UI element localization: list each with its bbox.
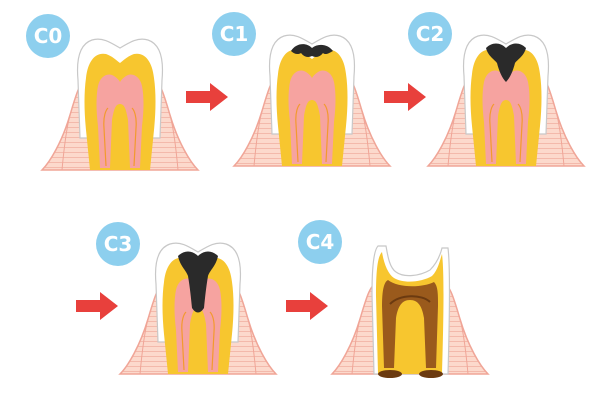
- stage-badge-c4: C4: [298, 220, 342, 264]
- stage-badge-c3: C3: [96, 222, 140, 266]
- stage-badge-c2: C2: [408, 12, 452, 56]
- progression-arrow-4: [286, 292, 328, 320]
- stage-badge-c0: C0: [26, 14, 70, 58]
- progression-arrow-3: [76, 292, 118, 320]
- tooth-c0-illustration: [40, 38, 200, 171]
- progression-arrow-2: [384, 83, 426, 111]
- stage-badge-c1: C1: [212, 12, 256, 56]
- tooth-c3-illustration: [118, 242, 278, 375]
- tooth-c2-illustration: [426, 34, 586, 167]
- tooth-c4-illustration: [330, 245, 490, 378]
- tooth-c1-illustration: [232, 34, 392, 167]
- progression-arrow-1: [186, 83, 228, 111]
